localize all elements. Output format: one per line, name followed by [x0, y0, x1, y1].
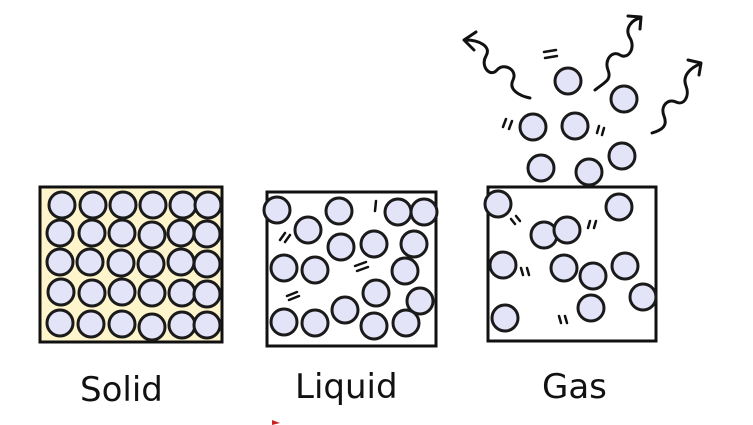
particle [552, 215, 582, 245]
particle [107, 277, 137, 307]
particle [560, 111, 590, 141]
particle [107, 309, 137, 339]
liquid-label: Liquid [295, 367, 398, 407]
particle [192, 219, 222, 249]
particle [75, 247, 105, 277]
motion-mark [542, 48, 559, 60]
particle [108, 190, 138, 220]
motion-mark [285, 290, 301, 302]
motion-mark [509, 214, 522, 226]
particle [77, 278, 107, 308]
particle [490, 303, 520, 333]
particle [46, 277, 76, 307]
solid-state-group [38, 185, 224, 344]
particle [269, 307, 299, 337]
particle [137, 278, 167, 308]
gas-particles-escaping [518, 66, 639, 187]
particle [383, 197, 413, 227]
particle [553, 66, 583, 96]
particle [518, 112, 548, 142]
particle [168, 190, 198, 220]
particle [576, 293, 606, 323]
wavy-arrow-middle [593, 14, 643, 92]
motion-mark [519, 266, 531, 277]
wavy-arrow-left [462, 30, 532, 100]
liquid-state-group [262, 190, 439, 348]
particle [166, 218, 196, 248]
particle [574, 157, 604, 187]
particle [300, 255, 330, 285]
motion-mark [501, 117, 514, 131]
particle [359, 229, 389, 259]
solid-particles [45, 190, 223, 342]
motion-mark [373, 199, 378, 213]
particle [137, 312, 167, 342]
particle [607, 141, 637, 171]
motion-mark [595, 124, 606, 137]
particle [78, 190, 108, 220]
particle [359, 311, 389, 341]
particle [107, 218, 137, 248]
particle [361, 278, 391, 308]
motion-mark [586, 219, 598, 230]
particle [106, 248, 136, 278]
particle [300, 308, 330, 338]
particle [483, 189, 513, 219]
particle [192, 249, 222, 279]
gas-state-group [462, 14, 703, 343]
particle [192, 279, 222, 309]
particle [45, 247, 75, 277]
particle [526, 153, 556, 183]
motion-mark [557, 314, 569, 325]
gas-motion-marks [501, 48, 606, 325]
particle [399, 229, 429, 259]
escape-arrows [462, 14, 703, 135]
particle [390, 256, 420, 286]
particle [167, 278, 197, 308]
particle [326, 232, 356, 262]
gas-label: Gas [542, 367, 607, 407]
particle [192, 310, 222, 340]
particle [405, 286, 435, 316]
particle [293, 215, 323, 245]
particle [578, 261, 608, 291]
particle [604, 192, 634, 222]
particle [45, 308, 75, 338]
particle [488, 250, 518, 280]
particle [609, 84, 639, 114]
particle [77, 218, 107, 248]
particle [47, 190, 77, 220]
particle [136, 249, 166, 279]
liquid-particles [262, 195, 439, 341]
motion-mark [278, 231, 292, 244]
solid-label: Solid [80, 370, 163, 410]
particle [324, 196, 354, 226]
particle [330, 295, 360, 325]
motion-mark [353, 260, 370, 273]
particle [193, 190, 223, 220]
liquid-motion-marks [278, 199, 378, 302]
particle [628, 282, 658, 312]
particle [138, 190, 168, 220]
particle [137, 220, 167, 250]
particle [166, 247, 196, 277]
gas-particles-inside [483, 189, 658, 333]
particle [409, 197, 439, 227]
wavy-arrow-right [650, 58, 703, 135]
particle [269, 253, 299, 283]
stray-red-mark [272, 420, 280, 425]
particle [610, 251, 640, 281]
particle [262, 195, 292, 225]
particle [549, 253, 579, 283]
particle [45, 218, 75, 248]
particle [76, 309, 106, 339]
particle [391, 308, 421, 338]
particle [167, 310, 197, 340]
